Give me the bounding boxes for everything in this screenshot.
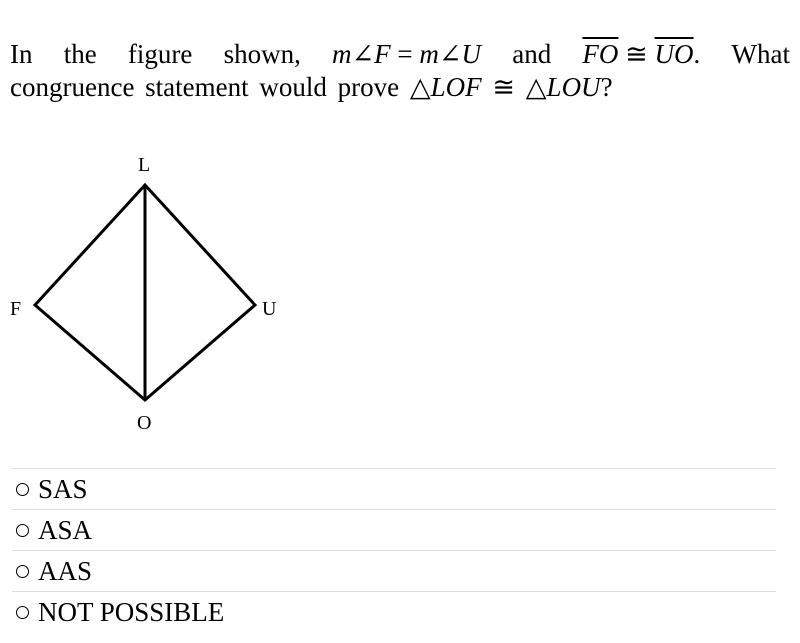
question-line-1: In the figure shown, m∠F = m∠U and FO ≅ …	[10, 38, 790, 71]
radio-icon[interactable]	[16, 482, 29, 496]
equals-sign: =	[390, 39, 420, 69]
answer-options: SAS ASA AAS NOT POSSIBLE	[12, 468, 776, 632]
radio-icon[interactable]	[16, 564, 29, 578]
congruent-symbol: ≅	[618, 39, 655, 69]
angle-symbol: ∠	[351, 39, 375, 69]
option-label: ASA	[38, 515, 93, 545]
triangle-symbol: △	[525, 72, 547, 102]
question-word: In	[10, 39, 33, 69]
measure-symbol: m	[332, 39, 352, 69]
measure-symbol: m	[419, 39, 439, 69]
option-asa[interactable]: ASA	[12, 509, 776, 550]
option-label: AAS	[38, 556, 93, 586]
question-mark: ?	[600, 72, 613, 102]
congruent-symbol: ≅	[481, 72, 526, 102]
option-label: NOT POSSIBLE	[38, 597, 225, 627]
question-word: the	[63, 39, 97, 69]
question-word: and	[512, 39, 552, 69]
radio-icon[interactable]	[16, 523, 29, 537]
option-sas[interactable]: SAS	[12, 468, 776, 509]
question-line-2: congruence statement would prove △LOF ≅ …	[10, 71, 790, 104]
question-text-part: congruence statement would prove	[10, 72, 410, 102]
kite-figure: L F U O	[10, 154, 277, 434]
angle-equality: m∠F = m∠U	[332, 38, 481, 71]
segment-congruence: FO ≅ UO.	[582, 38, 700, 71]
question-text: In the figure shown, m∠F = m∠U and FO ≅ …	[10, 38, 790, 104]
label-l: L	[138, 154, 150, 176]
segment-fo: FO	[582, 39, 619, 69]
label-f: F	[10, 298, 21, 320]
vertex-f: F	[374, 39, 391, 69]
triangle-symbol: △	[409, 72, 431, 102]
triangle-lof: LOF	[430, 72, 482, 102]
triangle-lou: LOU	[546, 72, 601, 102]
radio-icon[interactable]	[16, 605, 29, 619]
option-not-possible[interactable]: NOT POSSIBLE	[12, 591, 776, 632]
question-word: figure	[127, 39, 193, 69]
segment-uo: UO	[654, 39, 694, 69]
option-aas[interactable]: AAS	[12, 550, 776, 591]
angle-symbol: ∠	[438, 39, 462, 69]
question-word: What	[731, 39, 790, 69]
label-o: O	[137, 412, 151, 434]
option-label: SAS	[38, 474, 88, 504]
label-u: U	[262, 298, 277, 320]
vertex-u: U	[461, 39, 482, 69]
question-word: shown,	[223, 39, 301, 69]
period: .	[693, 39, 701, 69]
